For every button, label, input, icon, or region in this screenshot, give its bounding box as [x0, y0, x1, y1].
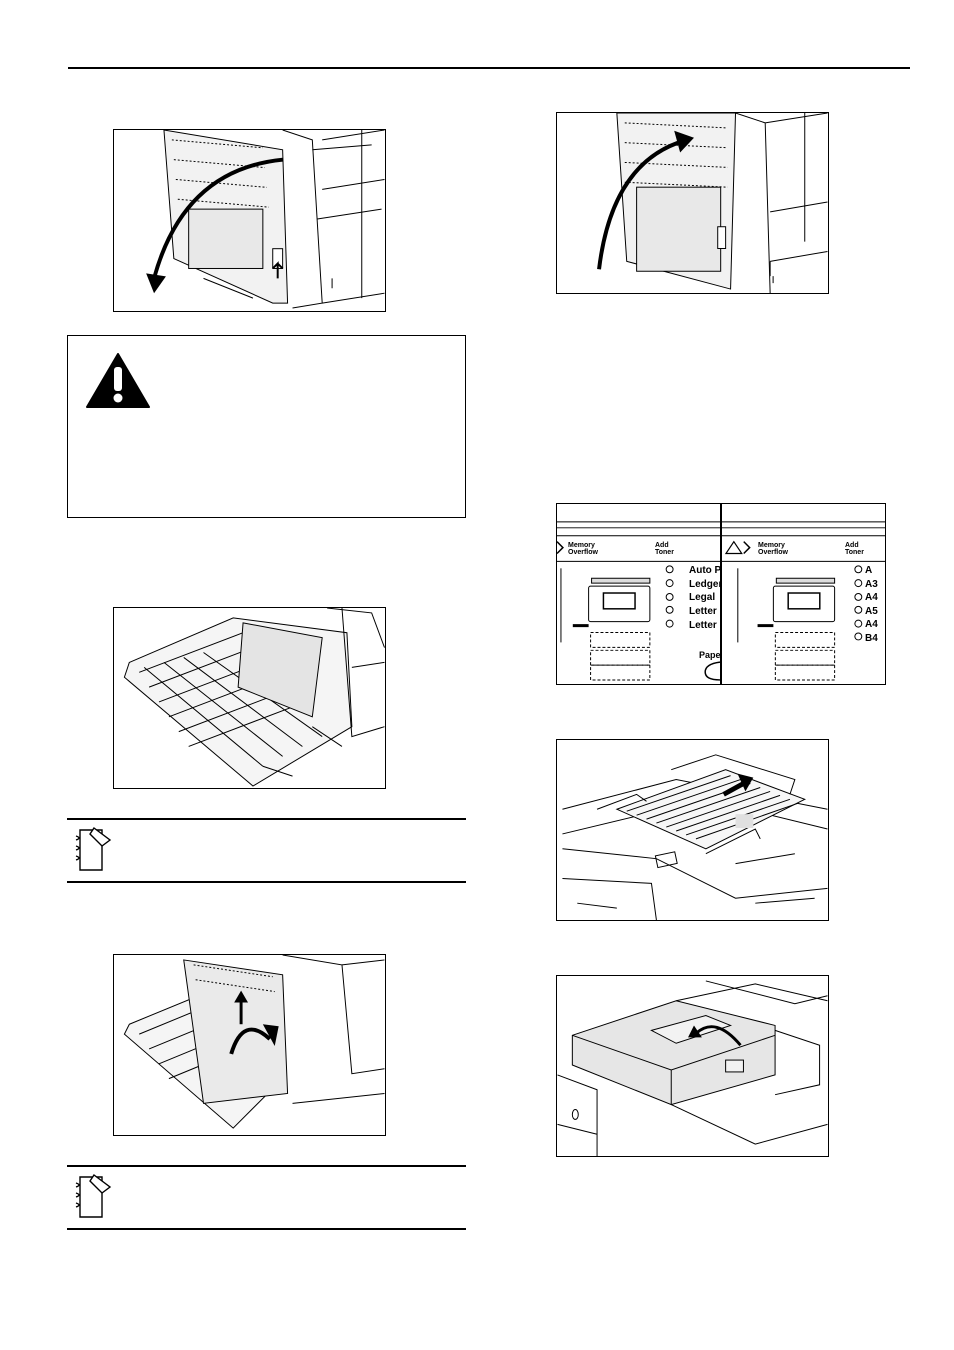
paper-size-label: A4 — [865, 619, 878, 630]
operation-panel-inch-illustration — [557, 521, 720, 681]
note-icon — [75, 826, 112, 871]
document-processor-cover-illustration — [556, 975, 829, 1157]
memory-overflow-label-line2: Overflow — [758, 549, 788, 556]
note-icon — [75, 1173, 112, 1218]
add-toner-label-line2: Toner — [655, 549, 674, 556]
memory-overflow-label-line1: Memory — [568, 542, 595, 549]
note-bottom-rule — [67, 881, 466, 883]
memory-overflow-label-line2: Overflow — [568, 549, 598, 556]
paper-size-label: A3 — [865, 578, 878, 590]
printer-left-cover-opening-icon — [146, 130, 385, 309]
add-toner-label-line1: Add — [655, 542, 669, 549]
paper-size-label: Legal — [689, 592, 716, 604]
warning-triangle-icon — [86, 353, 150, 408]
document-tray-icon — [562, 754, 828, 920]
operation-panel-inch: Memory Overflow Add Toner Auto P Ledger … — [556, 503, 721, 685]
remove-jammed-paper-illustration — [113, 607, 386, 789]
add-toner-label-line1: Add — [845, 542, 859, 549]
paper-size-label: A — [865, 565, 873, 576]
operation-panel-metric: Memory Overflow Add Toner A A3 A4 A5 A4 … — [721, 503, 886, 685]
paper-label: Pape — [699, 650, 721, 660]
paper-size-label: Letter — [689, 606, 717, 618]
note-top-rule — [67, 818, 466, 820]
memory-overflow-label-line1: Memory — [758, 542, 785, 549]
fuser-cover-lift-illustration — [113, 954, 386, 1136]
note-bottom-rule — [67, 1228, 466, 1230]
note-top-rule — [67, 1165, 466, 1167]
add-toner-label-line2: Toner — [845, 549, 864, 556]
paper-size-label: A5 — [865, 605, 878, 617]
fuser-cover-lift-icon — [123, 955, 385, 1129]
printer-left-cover-closing-icon — [597, 113, 828, 293]
paper-size-label: A4 — [865, 592, 878, 603]
jammed-paper-removal-icon — [123, 608, 385, 787]
paper-size-label: Auto P — [689, 565, 721, 576]
document-processor-tray-illustration — [556, 739, 829, 921]
header-rule — [68, 67, 910, 69]
paper-size-label: B4 — [865, 632, 878, 644]
open-left-cover-illustration — [113, 129, 386, 312]
operation-panel-metric-illustration — [722, 521, 885, 681]
paper-size-label: Ledger — [689, 578, 721, 590]
close-left-cover-illustration — [556, 112, 829, 294]
paper-size-label: Letter — [689, 619, 717, 631]
document-processor-cover-icon — [557, 980, 828, 1156]
warning-box — [67, 335, 466, 518]
